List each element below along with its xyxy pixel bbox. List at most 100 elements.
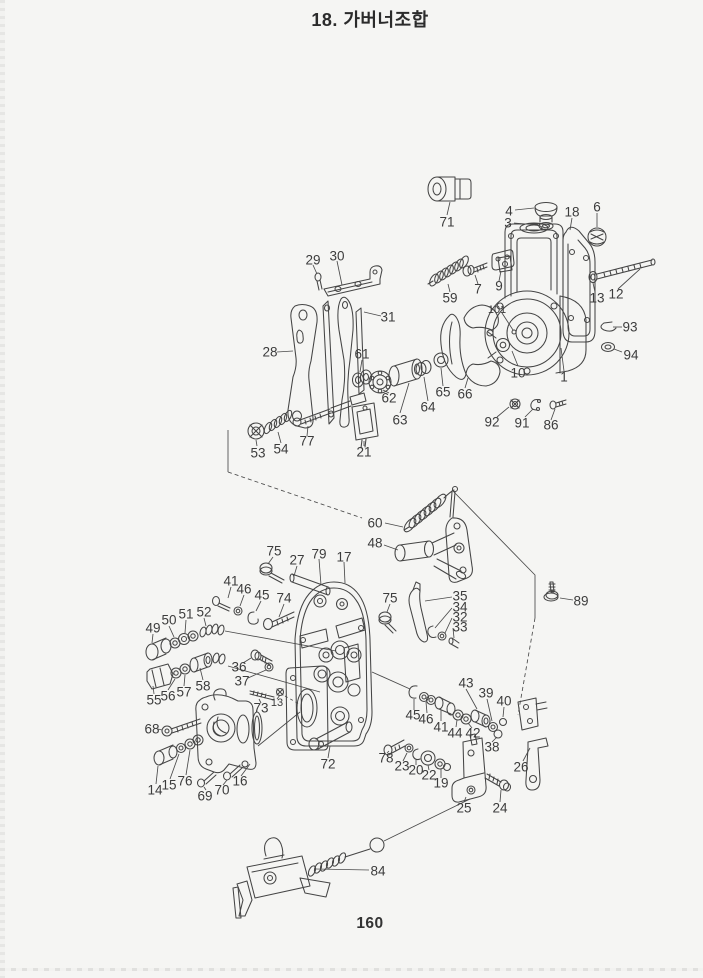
part-77-bolt xyxy=(292,392,367,437)
part-label-62: 62 xyxy=(381,390,397,406)
part-label-18: 18 xyxy=(564,204,580,220)
part-31-links xyxy=(322,296,382,428)
part-label-56: 56 xyxy=(160,688,176,704)
part-label-91: 91 xyxy=(514,415,530,431)
part-4-cap xyxy=(514,201,558,223)
part-25-bracket xyxy=(451,733,487,803)
part-label-53: 53 xyxy=(250,445,266,461)
part-label-94: 94 xyxy=(623,347,639,363)
part-84-cable xyxy=(232,837,385,919)
part-16-bracket xyxy=(195,688,263,777)
page-title: 18. 가버너조합 xyxy=(311,10,429,30)
part-label-69: 69 xyxy=(197,788,213,804)
part-label-13: 13 xyxy=(589,290,605,306)
part-label-54: 54 xyxy=(273,441,289,457)
part-9-pin xyxy=(491,249,515,282)
part-label-21: 21 xyxy=(356,444,372,460)
part-label-52: 52 xyxy=(196,604,212,620)
part-label-16: 16 xyxy=(232,773,248,789)
part-55-58-row xyxy=(146,652,226,695)
part-label-74: 74 xyxy=(276,590,292,606)
part-label-32: 32 xyxy=(452,609,468,625)
part-17-housing xyxy=(285,558,373,751)
part-6-plug xyxy=(587,213,607,247)
scan-edge-left xyxy=(0,0,5,978)
part-label-101: 101 xyxy=(487,304,507,316)
part-label-41: 41 xyxy=(433,719,449,735)
part-label-73: 73 xyxy=(253,700,269,716)
part-label-33: 33 xyxy=(452,619,468,635)
part-label-36: 36 xyxy=(231,659,247,675)
part-label-37: 37 xyxy=(234,673,250,689)
part-label-35: 35 xyxy=(452,588,468,604)
part-label-28: 28 xyxy=(262,344,278,360)
part-89-screw xyxy=(543,581,574,602)
part-label-49: 49 xyxy=(145,620,161,636)
part-label-89: 89 xyxy=(573,593,589,609)
part-54-spring xyxy=(263,409,293,444)
part-label-43: 43 xyxy=(458,675,474,691)
part-label-46: 46 xyxy=(418,711,434,727)
part-75a-screw xyxy=(259,556,285,584)
part-label-86: 86 xyxy=(543,417,559,433)
part-36-37-bolt xyxy=(242,649,274,679)
part-33-pin xyxy=(448,627,460,649)
part-label-20: 20 xyxy=(408,762,424,778)
part-label-17: 17 xyxy=(336,549,352,565)
part-68-bolt xyxy=(157,718,202,737)
part-label-38: 38 xyxy=(484,739,500,755)
part-21-bracket xyxy=(351,402,379,449)
part-label-22: 22 xyxy=(421,767,437,783)
part-71-damper xyxy=(427,176,472,216)
part-label-71: 71 xyxy=(439,214,455,230)
part-7-bolt xyxy=(462,262,488,285)
part-label-27: 27 xyxy=(289,552,305,568)
part-75b-screw xyxy=(378,603,397,634)
part-label-42: 42 xyxy=(465,725,481,741)
part-label-72: 72 xyxy=(320,756,336,772)
part-14-15-76-row xyxy=(153,734,204,785)
part-label-55: 55 xyxy=(146,692,162,708)
part-label-50: 50 xyxy=(161,612,177,628)
part-66-weights xyxy=(440,304,511,389)
part-label-51: 51 xyxy=(178,606,194,622)
part-29-screw xyxy=(312,264,323,291)
part-61-washers xyxy=(351,359,373,388)
part-34-clip xyxy=(427,607,453,639)
part-72-pin xyxy=(308,721,353,759)
part-label-66: 66 xyxy=(457,386,473,402)
part-right-washer-row xyxy=(408,685,508,743)
part-78-23-20-22-19-row xyxy=(383,739,452,778)
part-label-23: 23 xyxy=(394,758,410,774)
scan-edge-bottom xyxy=(0,968,703,971)
part-28-lever xyxy=(276,303,318,429)
part-label-75: 75 xyxy=(382,590,398,606)
part-label-31: 31 xyxy=(380,309,396,325)
part-label-84: 84 xyxy=(370,863,386,879)
part-92-nut xyxy=(496,398,521,418)
part-62-bearing xyxy=(368,370,392,394)
part-label-12: 12 xyxy=(608,286,624,302)
part-label-29: 29 xyxy=(305,252,321,268)
part-label-7: 7 xyxy=(474,281,482,297)
part-label-78: 78 xyxy=(378,750,394,766)
part-label-26: 26 xyxy=(513,759,529,775)
part-label-6: 6 xyxy=(593,199,601,215)
part-24-bolt xyxy=(484,773,512,803)
part-label-14: 14 xyxy=(147,782,163,798)
part-label-92: 92 xyxy=(484,414,500,430)
part-label-57: 57 xyxy=(176,684,192,700)
part-35-lever xyxy=(408,581,453,643)
part-label-13: 13 xyxy=(270,697,284,709)
part-label-10: 10 xyxy=(510,365,526,381)
part-93-clip xyxy=(600,321,622,332)
part-label-77: 77 xyxy=(299,433,315,449)
part-label-60: 60 xyxy=(367,515,383,531)
part-label-44: 44 xyxy=(447,725,463,741)
part-label-24: 24 xyxy=(492,800,508,816)
part-64-washer xyxy=(415,359,432,402)
part-label-19: 19 xyxy=(433,775,449,791)
part-label-45: 45 xyxy=(254,587,270,603)
part-label-46: 46 xyxy=(236,581,252,597)
